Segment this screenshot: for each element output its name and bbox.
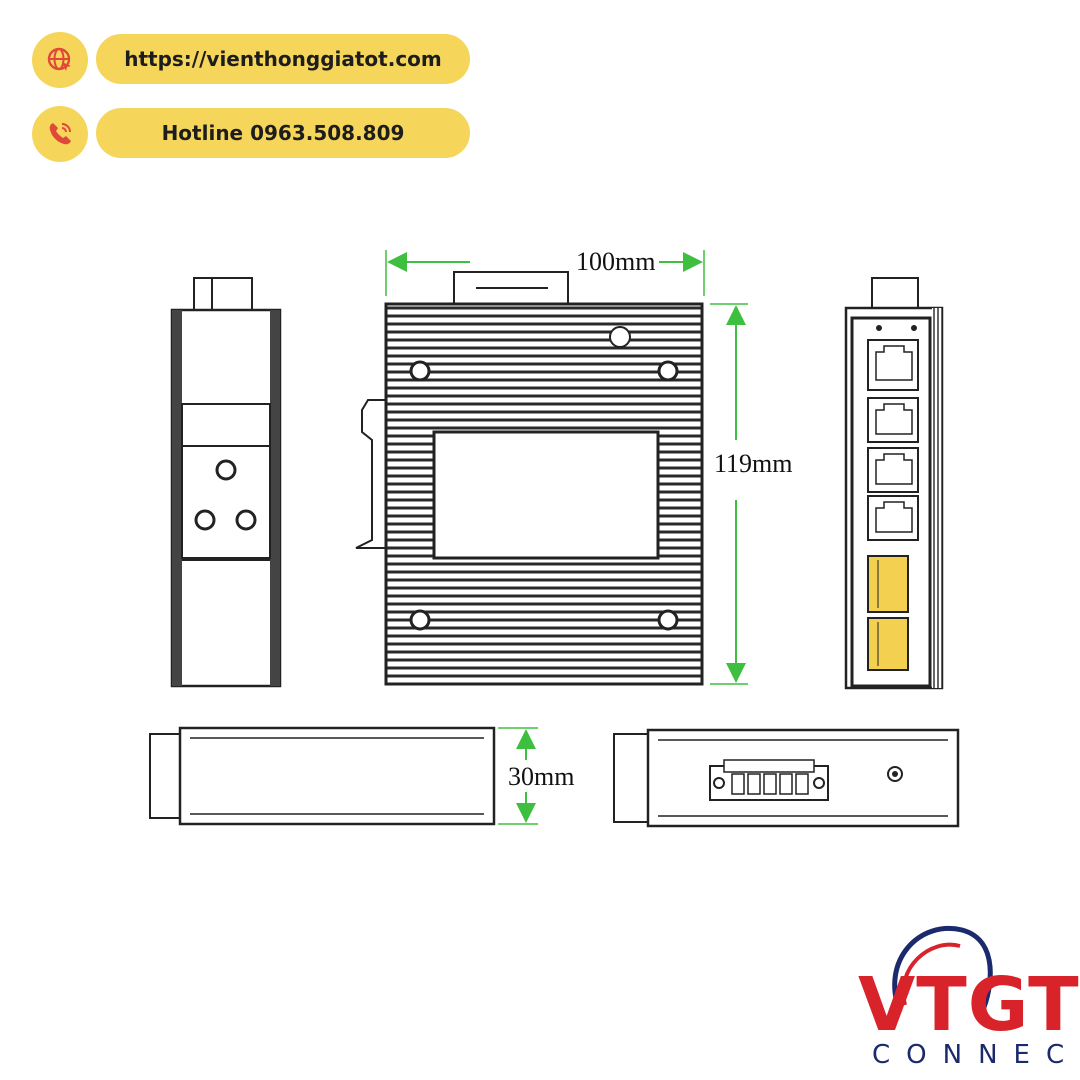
- depth-dimension: [498, 727, 538, 825]
- hotline-contact[interactable]: Hotline 0963.508.809: [32, 102, 472, 162]
- connector-top-view: [613, 728, 960, 828]
- top-view: [149, 726, 496, 826]
- width-label: 100mm: [572, 248, 660, 276]
- website-link[interactable]: https://vienthonggiatot.com: [96, 34, 470, 84]
- phone-icon: [32, 106, 88, 162]
- height-label: 119mm: [710, 450, 797, 478]
- height-dimension: [710, 303, 748, 685]
- brand-tagline: CONNECT: [872, 1040, 1080, 1070]
- brand-logo: VTGT: [858, 962, 1080, 1048]
- logo-swoosh: [892, 926, 993, 1014]
- globe-cursor-icon: [32, 32, 88, 88]
- website-contact[interactable]: https://vienthonggiatot.com: [32, 28, 472, 88]
- front-view: [355, 271, 704, 686]
- left-side-view: [170, 277, 282, 688]
- hotline-number[interactable]: Hotline 0963.508.809: [96, 108, 470, 158]
- port-side-view: [844, 277, 944, 690]
- depth-label: 30mm: [504, 763, 579, 791]
